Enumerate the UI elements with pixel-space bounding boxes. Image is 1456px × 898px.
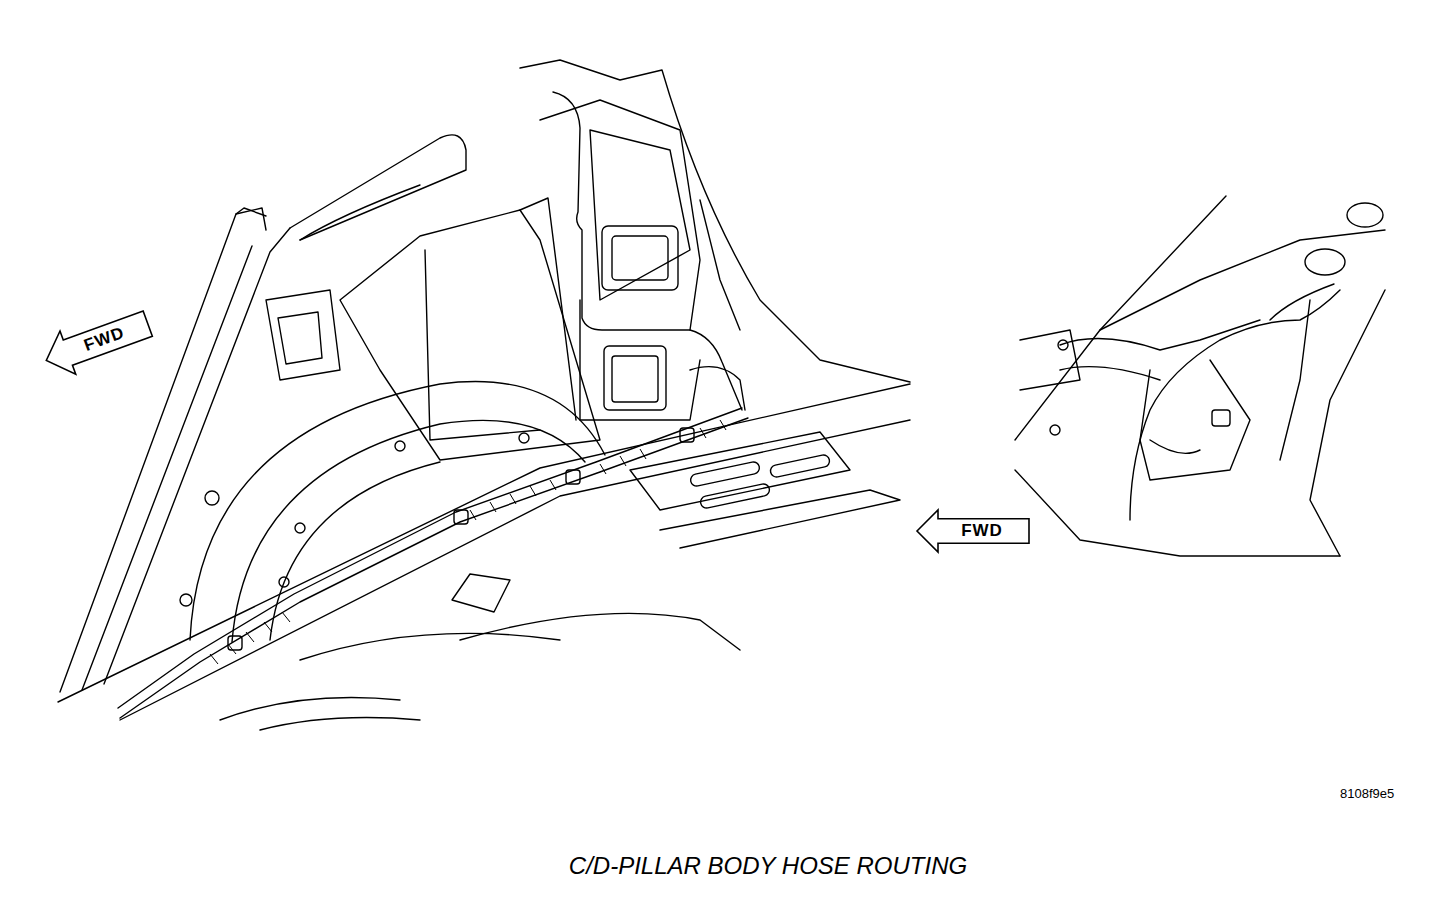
figure-number: 8108f9e5 [1340,786,1394,801]
figure-caption: C/D-PILLAR BODY HOSE ROUTING [569,852,967,880]
arrow-shape [917,510,1029,552]
inset-drawing [1015,196,1385,556]
quarter-panel-drawing [58,60,910,730]
direction-arrow: FWD [37,301,157,384]
direction-label: FWD [961,521,1003,541]
direction-arrow: FWD [916,509,1030,553]
arrow-shape [38,302,155,382]
